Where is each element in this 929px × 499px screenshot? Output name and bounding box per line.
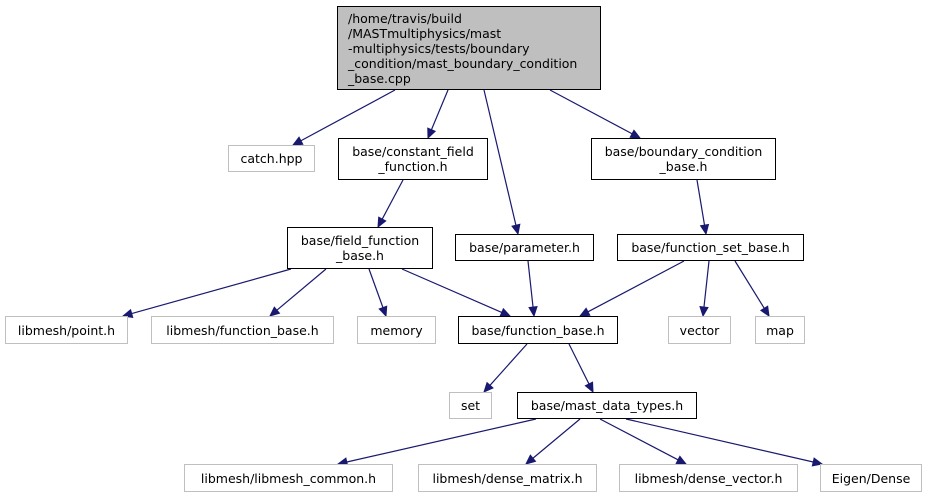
node-parameter[interactable]: base/parameter.h: [455, 234, 594, 261]
node-libmesh-point[interactable]: libmesh/point.h: [5, 316, 128, 344]
arrowhead-root-to-parameter: [511, 223, 521, 236]
arrowhead-function_set-to-map: [759, 305, 770, 318]
node-map[interactable]: map: [755, 316, 805, 344]
node-libmesh-common[interactable]: libmesh/libmesh_common.h: [184, 464, 393, 492]
edge-field_function-to-memory: [368, 268, 384, 308]
edge-constant_field-to-field_function: [381, 179, 404, 220]
edge-function_set-to-function_base: [587, 260, 685, 313]
edge-root-to-bc_base: [549, 89, 633, 135]
node-libmesh-dense-matrix[interactable]: libmesh/dense_matrix.h: [418, 464, 597, 492]
node-memory[interactable]: memory: [357, 316, 436, 344]
arrowhead-root-to-bc_base: [629, 129, 642, 139]
node-boundary-condition-base[interactable]: base/boundary_condition _base.h: [591, 138, 776, 180]
node-catch-hpp[interactable]: catch.hpp: [228, 145, 315, 172]
edge-mast_data_types-to-dense_matrix: [532, 418, 581, 459]
node-eigen-dense[interactable]: Eigen/Dense: [820, 464, 922, 492]
edge-field_function-to-point: [131, 268, 292, 315]
node-libmesh-dense-vector[interactable]: libmesh/dense_vector.h: [619, 464, 798, 492]
node-field-function-base[interactable]: base/field_function _base.h: [287, 227, 433, 269]
edge-function_base-to-mast_data_types: [568, 343, 590, 385]
node-set[interactable]: set: [449, 392, 492, 419]
node-libmesh-function-base[interactable]: libmesh/function_base.h: [151, 316, 334, 344]
arrowhead-function_base-to-set: [483, 381, 494, 393]
edge-bc_base-to-function_set: [696, 179, 706, 226]
edge-function_set-to-vector: [703, 260, 710, 308]
node-vector[interactable]: vector: [668, 316, 731, 344]
arrowhead-function_set-to-function_base: [578, 307, 591, 317]
arrowhead-root-to-constant_field: [427, 127, 437, 140]
edge-field_function-to-function_base: [401, 268, 502, 313]
edge-parameter-to-function_base: [527, 260, 534, 308]
arrowhead-root-to-catch: [291, 136, 304, 146]
node-function-set-base[interactable]: base/function_set_base.h: [617, 234, 804, 261]
arrowhead-mast_data_types-to-dense_matrix: [525, 454, 537, 465]
edge-function_set-to-map: [734, 260, 765, 309]
edge-function_base-to-set: [489, 343, 528, 386]
arrowhead-field_function-to-function_base: [499, 307, 512, 317]
arrowhead-parameter-to-function_base: [528, 306, 538, 318]
node-function-base[interactable]: base/function_base.h: [458, 316, 618, 344]
node-mast-data-types[interactable]: base/mast_data_types.h: [517, 392, 697, 419]
edge-field_function-to-lm_function_base: [276, 268, 327, 311]
arrowhead-bc_base-to-function_set: [699, 223, 710, 236]
edge-mast_data_types-to-libmesh_common: [346, 418, 537, 463]
arrowhead-function_base-to-mast_data_types: [584, 381, 594, 394]
edge-root-to-constant_field: [430, 89, 449, 130]
edge-root-to-catch: [300, 89, 396, 142]
arrowhead-field_function-to-memory: [378, 305, 388, 318]
arrowhead-mast_data_types-to-dense_vector: [675, 455, 688, 465]
arrowhead-field_function-to-lm_function_base: [269, 306, 281, 317]
edge-root-to-parameter: [483, 89, 517, 226]
edge-mast_data_types-to-dense_vector: [599, 418, 679, 461]
node-root-file[interactable]: /home/travis/build /MASTmultiphysics/mas…: [337, 6, 601, 90]
node-constant-field-function[interactable]: base/constant_field _function.h: [338, 138, 488, 180]
edge-mast_data_types-to-eigen: [625, 418, 814, 463]
arrowhead-function_set-to-vector: [699, 306, 709, 318]
arrowhead-mast_data_types-to-eigen: [811, 457, 824, 467]
arrowhead-constant_field-to-field_function: [377, 216, 387, 229]
